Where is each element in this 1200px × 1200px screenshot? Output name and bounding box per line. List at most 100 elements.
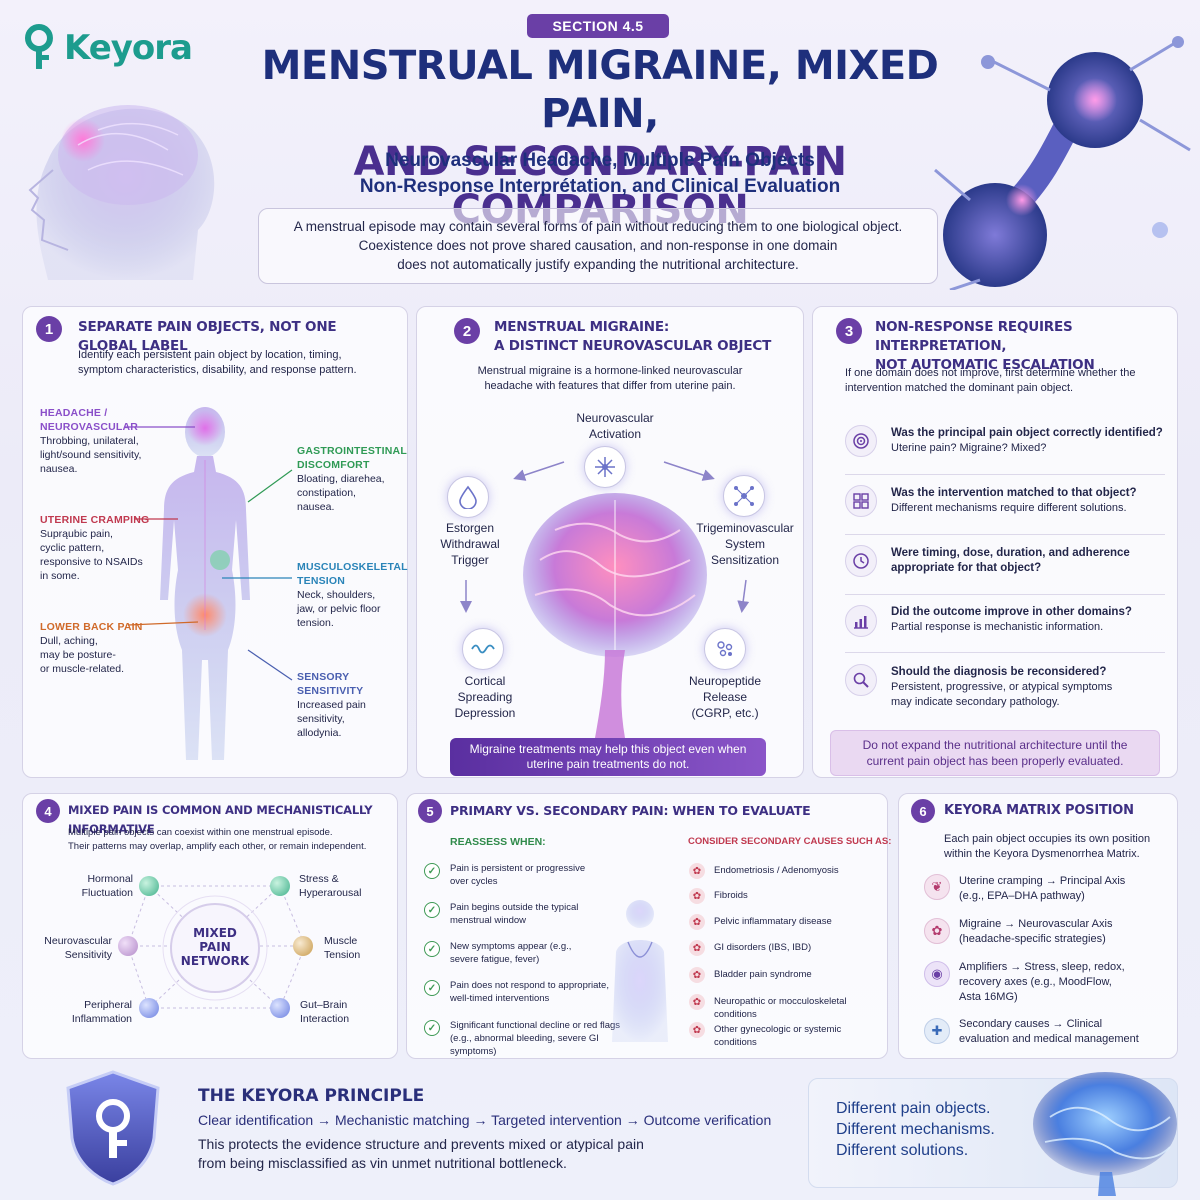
panel-1-desc-line-2: symptom characteristics, disability, and…	[78, 364, 357, 376]
secondary-cause-item: Pelvic inflammatary disease	[714, 916, 832, 927]
connector-sensory	[247, 649, 293, 681]
keyora-shield-icon	[66, 1070, 160, 1186]
panel-3-desc: If one domain does not improve, first de…	[845, 366, 1165, 396]
node-gut-brain-label: Gut–Brain Interaction	[300, 999, 350, 1025]
panel-6-desc-line-1: Each pain object occupies its own positi…	[944, 833, 1151, 845]
label-gi-desc: Bloating, diarehea, constipation, nausea…	[297, 473, 385, 513]
trigeminal-network-icon	[723, 475, 765, 517]
matrix-item-secondary: Secondary causes → Clinical evaluation a…	[959, 1018, 1139, 1045]
check-icon: ✓	[424, 902, 440, 918]
chart-icon	[845, 605, 877, 637]
label-sensory-desc: Increased pain sensitivity, allodynia.	[297, 699, 366, 739]
node-neurovascular-label: Neurovascular Activation	[576, 411, 654, 441]
question-4-desc: Partial response is mechanistic informat…	[891, 621, 1104, 633]
matrix-item-migraine: Migraine → Neurovascular Axis (headache-…	[959, 918, 1113, 945]
panel-4-desc: Multiple pain objects can coexist within…	[68, 826, 390, 854]
inflammation-orb	[139, 998, 159, 1018]
panel-5-title: PRIMARY VS. SECONDARY PAIN: WHEN TO EVAL…	[450, 803, 811, 818]
label-headache-title: HEADACHE / NEUROVASCULAR	[40, 407, 139, 433]
target-icon	[845, 425, 877, 457]
panel-3-title-line-2: NOT AUTOMATIC ESCALATION	[875, 357, 1095, 373]
secondary-cause-item: Neuropathic or mocculoskeletal condition…	[714, 996, 847, 1020]
intro-box: A menstrual episode may contain several …	[258, 208, 938, 284]
secondary-causes-heading: CONSIDER SECONDARY CAUSES SUCH AS:	[688, 836, 892, 847]
check-icon: ✓	[424, 1020, 440, 1036]
subtitle-line-1: Neurovascular Headache, Multiple Pain Ob…	[385, 150, 815, 171]
secondary-cause-icon: ✿	[689, 888, 705, 904]
reassess-item: Pain is persistent or progressive over c…	[450, 863, 586, 887]
label-uterine-title: UTERINE CRAMPING	[40, 514, 150, 526]
panel-4-desc-line-2: Their patterns may overlap, amplify each…	[68, 841, 367, 852]
section-badge: SECTION 4.5	[527, 14, 669, 38]
puzzle-icon	[845, 485, 877, 517]
head-brain-illustration	[28, 105, 215, 280]
reassess-item: Significant functional decline or red fl…	[450, 1020, 621, 1057]
label-headache: HEADACHE / NEUROVASCULAR Throbbing, unil…	[40, 406, 150, 476]
question-5: Should the diagnosis be reconsidered? Pe…	[891, 665, 1171, 710]
panel-3-desc-line-1: If one domain does not improve, first de…	[845, 367, 1136, 379]
panel-6-title: KEYORA MATRIX POSITION	[944, 803, 1134, 818]
panel-2-number: 2	[454, 318, 480, 344]
question-5-desc: Persistent, progressive, or atypical sym…	[891, 681, 1113, 708]
intro-line-2: Coexistence does not prove shared causat…	[358, 238, 838, 253]
diff-line-3: Different solutions.	[836, 1142, 969, 1159]
label-lower-back: LOWER BACK PAIN Dull, aching, may be pos…	[40, 620, 150, 676]
panel-2-desc: Menstrual migraine is a hormone-linked n…	[440, 364, 780, 394]
diff-line-1: Different pain objects.	[836, 1100, 991, 1117]
question-3-title: Were timing, dose, duration, and adheren…	[891, 547, 1130, 559]
panel-4-title: MIXED PAIN IS COMMON AND MECHANISTICALLY…	[68, 803, 373, 836]
panel-1-connectors	[125, 426, 293, 681]
panel-3-title-line-1: NON-RESPONSE REQUIRES INTERPRETATION,	[875, 319, 1073, 354]
divider	[845, 534, 1165, 535]
neuron-illustration	[934, 36, 1191, 290]
diff-line-2: Different mechanisms.	[836, 1121, 995, 1138]
droplet-icon	[447, 476, 489, 518]
question-2-title: Was the intervention matched to that obj…	[891, 487, 1137, 499]
panel-2-desc-line-1: Menstrual migraine is a hormone-linked n…	[477, 365, 743, 377]
label-sensory-title: SENSORY SENSITIVITY	[297, 671, 364, 697]
neurovascular-icon	[584, 446, 626, 488]
question-1: Was the principal pain object correctly …	[891, 426, 1171, 456]
label-lower-back-title: LOWER BACK PAIN	[40, 621, 143, 633]
panel-4-desc-line-1: Multiple pain objects can coexist within…	[68, 827, 333, 838]
label-musculoskeletal: MUSCULOSKELETAL TENSION Neck, shoulders,…	[297, 560, 408, 630]
secondary-cause-icon: ✿	[689, 967, 705, 983]
uterus-icon: ❦	[924, 874, 950, 900]
question-2: Was the intervention matched to that obj…	[891, 486, 1171, 516]
label-lower-back-desc: Dull, aching, may be posture- or muscle-…	[40, 635, 125, 675]
secondary-cause-item: Fibroids	[714, 890, 748, 901]
divider	[845, 594, 1165, 595]
panel-2-title: MENSTRUAL MIGRAINE: A DISTINCT NEUROVASC…	[494, 318, 794, 356]
node-neurovascular-sensitivity-label: Neurovascular Sensitivity	[44, 935, 112, 961]
panel-6-number: 6	[911, 799, 935, 823]
divider	[845, 652, 1165, 653]
label-sensory: SENSORY SENSITIVITY Increased pain sensi…	[297, 670, 402, 740]
panel-1-desc-line-1: Identify each persistent pain object by …	[78, 349, 342, 361]
matrix-item-uterine: Uterine cramping → Principal Axis (e.g.,…	[959, 875, 1126, 902]
secondary-cause-icon: ✿	[689, 863, 705, 879]
secondary-cause-icon: ✿	[689, 994, 705, 1010]
panel-3-number: 3	[836, 318, 862, 344]
brain-illustration	[523, 493, 707, 738]
secondary-cause-item: Endometriosis / Adenomyosis	[714, 865, 839, 876]
panel-6-desc: Each pain object occupies its own positi…	[944, 832, 1169, 862]
intro-line-3: does not automatically justify expanding…	[397, 257, 799, 272]
secondary-cause-icon: ✿	[689, 1022, 705, 1038]
mixed-pain-network-center: MIXED PAIN NETWORK	[180, 926, 250, 968]
check-icon: ✓	[424, 863, 440, 879]
panel-non-response	[812, 306, 1178, 778]
label-uterine-desc: Suprąubic pain, cyclic pattern, responsi…	[40, 528, 143, 582]
panel-5-number: 5	[418, 799, 442, 823]
node-inflammation-label: Peripheral Inflammation	[71, 999, 132, 1025]
label-headache-desc: Throbbing, unilateral, light/sound sensi…	[40, 435, 142, 475]
glowing-brain-illustration	[1033, 1072, 1177, 1196]
principle-title: THE KEYORA PRINCIPLE	[198, 1086, 425, 1106]
hormonal-orb	[139, 876, 159, 896]
matrix-item-amplifiers: Amplifiers → Stress, sleep, redox, recov…	[959, 961, 1125, 1003]
neurovascular-orb	[118, 936, 138, 956]
nutritional-warning-banner: Do not expand the nutritional architectu…	[830, 730, 1160, 776]
panel-3-title: NON-RESPONSE REQUIRES INTERPRETATION, NO…	[875, 318, 1170, 375]
secondary-cause-item: GI disorders (IBS, IBD)	[714, 942, 812, 953]
question-4: Did the outcome improve in other domains…	[891, 605, 1171, 635]
neuropeptide-icon	[704, 628, 746, 670]
